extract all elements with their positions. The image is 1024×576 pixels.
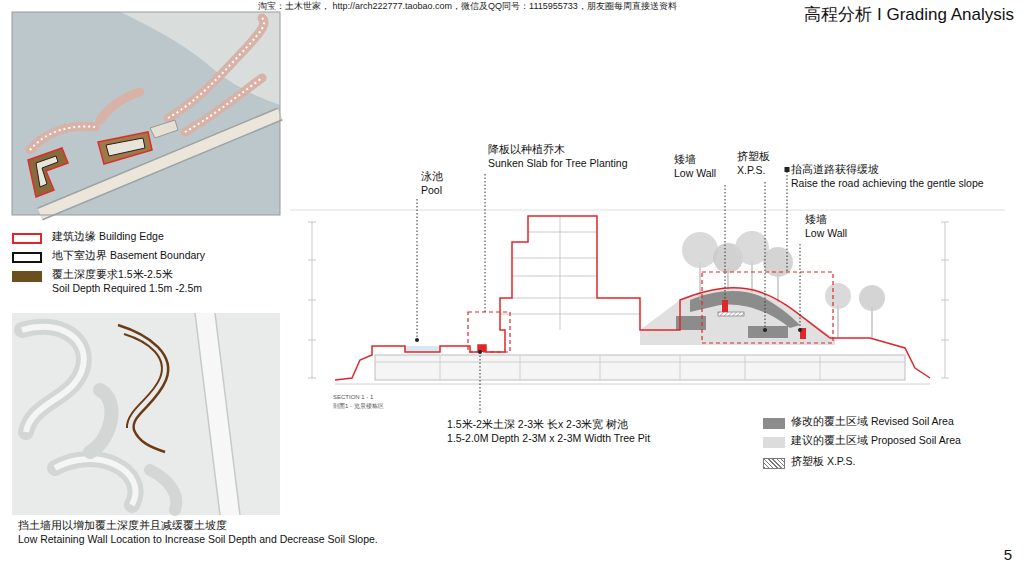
trees <box>682 231 885 338</box>
wall-plan <box>12 313 280 515</box>
legend-swatch <box>12 252 42 263</box>
callout-label: 挤塑板 X.P.S. <box>737 150 770 177</box>
building <box>150 120 178 138</box>
legend-swatch <box>12 233 42 244</box>
legend-text: 地下室边界 Basement Boundary <box>52 249 205 263</box>
building-cluster <box>22 327 84 432</box>
legend-swatch <box>763 437 785 448</box>
floor-lines <box>500 216 640 330</box>
low-wall <box>722 300 728 312</box>
section <box>335 216 930 380</box>
leader-line <box>485 174 486 312</box>
basement <box>375 355 905 380</box>
villa-chain <box>185 78 262 132</box>
building-cluster <box>22 327 84 432</box>
road-edge <box>195 313 240 515</box>
retaining-wall <box>118 325 168 452</box>
detail-box <box>468 312 510 352</box>
legend-text: 建筑边缘 Building Edge <box>52 230 164 244</box>
map-frame <box>12 12 280 215</box>
callout-label: 抬高道路获得缓坡 Raise the road achieving the ge… <box>791 163 984 190</box>
legend-text: 挤塑板 X.P.S. <box>791 455 855 469</box>
tree-canopy <box>859 285 885 311</box>
page-title: 高程分析 I Grading Analysis <box>804 4 1014 26</box>
frame-line <box>290 210 1005 211</box>
legend-swatch <box>763 458 785 469</box>
villa-chain <box>100 92 140 120</box>
proposed-soil <box>640 288 835 345</box>
building-soil <box>28 148 68 197</box>
pool-water <box>405 346 440 352</box>
basement <box>36 156 58 187</box>
leader-line <box>725 185 726 300</box>
building-cluster <box>55 459 136 505</box>
detail-box <box>702 272 833 343</box>
basement-grid <box>375 355 905 380</box>
leader-line <box>417 199 418 340</box>
watermark: 淘宝：土木世家， http://arch222777.taobao.com，微信… <box>258 1 677 13</box>
retaining-wall <box>124 334 162 428</box>
map-caption: 挡土墙用以增加覆土深度并且减缓覆土坡度 Low Retaining Wall L… <box>18 519 378 546</box>
callout-label: 1.5米-2米土深 2-3米 长x 2-3米宽 树池 1.5-2.0M Dept… <box>447 418 650 445</box>
leader-line <box>480 352 481 414</box>
building-soil <box>98 132 152 164</box>
leader-line <box>765 182 766 330</box>
villa-chain <box>168 18 264 118</box>
site-plan <box>12 12 280 215</box>
legend-text: 修改的覆土区域 Revised Soil Area <box>791 415 954 429</box>
map-ground <box>12 313 280 515</box>
leader-dot <box>478 350 482 354</box>
revised-soil <box>690 291 800 328</box>
leader-dots <box>415 167 802 354</box>
road <box>195 313 240 515</box>
tree-trunk <box>837 305 838 338</box>
water <box>12 12 280 215</box>
callout-label: 矮墙 Low Wall <box>805 213 847 240</box>
page-number: 5 <box>1004 545 1012 565</box>
building-cluster <box>55 459 136 505</box>
leader-dot <box>415 338 419 342</box>
legend-text: 覆土深度要求1.5米-2.5米 Soil Depth Required 1.5m… <box>52 268 202 295</box>
leader-line <box>787 168 788 272</box>
building-edge <box>335 216 930 380</box>
basement <box>106 138 145 156</box>
leader-lines <box>417 168 800 414</box>
callout-label: 泳池 Pool <box>421 170 443 197</box>
legend-swatch <box>12 271 42 282</box>
villa-texture <box>168 18 264 118</box>
villa-texture <box>185 78 262 132</box>
leader-dot <box>798 328 802 332</box>
ground-line <box>335 384 930 385</box>
xps-board <box>718 312 744 316</box>
tree-canopy <box>682 232 718 268</box>
building-cluster <box>90 390 111 452</box>
section-frame <box>290 210 1005 384</box>
villa-texture <box>30 126 95 150</box>
villa-chain <box>30 126 95 150</box>
leader-dot <box>763 328 767 332</box>
legend-swatch <box>763 418 785 429</box>
revised-soil <box>748 326 788 338</box>
callout-label: 降板以种植乔木 Sunken Slab for Tree Planting <box>488 143 628 170</box>
callout-label: 矮墙 Low Wall <box>674 153 716 180</box>
section-title: SECTION 1 - 1 <box>333 394 373 402</box>
leader-dot <box>785 167 790 172</box>
section-title: 剖面1 - 览景楼栋区 <box>333 403 384 411</box>
tree-canopy <box>825 283 851 309</box>
legend-text: 建议的覆土区域 Proposed Soil Area <box>791 434 961 448</box>
leader-line <box>800 244 801 330</box>
building-cluster <box>150 470 176 510</box>
